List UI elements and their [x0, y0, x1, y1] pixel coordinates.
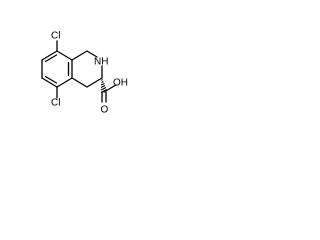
bond-c1-n2 — [86, 50, 98, 58]
bond-c4a-c5 — [56, 77, 73, 88]
bond-c8-c8a — [56, 50, 73, 61]
hashed-wedge-bond — [100, 79, 108, 93]
oxygen-label: O — [101, 105, 109, 116]
chlorine-label-top: Cl — [51, 31, 60, 42]
bond-c-oh — [103, 84, 117, 93]
bond-c5-c6 — [41, 77, 58, 88]
nitrogen-label: NH — [94, 57, 108, 68]
piperidine-ring — [71, 50, 103, 88]
bond-c7-c8 — [41, 50, 58, 61]
hydroxyl-label: OH — [113, 78, 128, 89]
bond-c8a-c1 — [71, 50, 88, 61]
benzene-ring — [41, 50, 73, 88]
chlorine-label-bottom: Cl — [51, 98, 60, 109]
bond-c7-c8-inner — [44, 54, 58, 63]
structure-diagram: Cl Cl NH OH O — [41, 31, 128, 116]
bond-c5-c6-inner — [44, 75, 58, 84]
bond-c3-c4 — [86, 77, 103, 88]
bond-c4-c4a — [71, 77, 88, 88]
